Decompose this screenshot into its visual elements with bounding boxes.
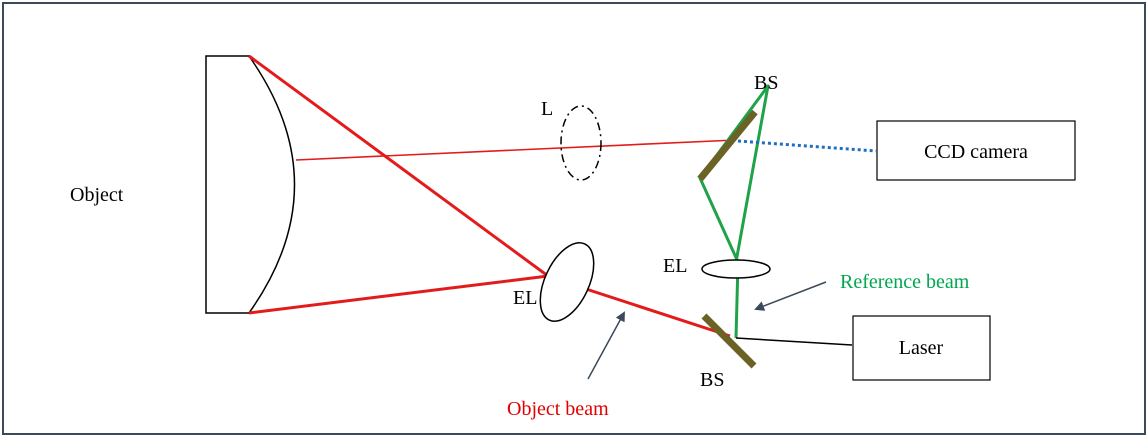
object-label: Object bbox=[70, 184, 124, 206]
laser-label: Laser bbox=[899, 337, 944, 359]
ccd-camera-label: CCD camera bbox=[924, 141, 1028, 163]
ccd-camera-box bbox=[876, 120, 1076, 181]
beam-splitter-top-label: BS bbox=[754, 72, 778, 94]
lens-label: L bbox=[541, 98, 553, 120]
object-beam-ray-upper bbox=[248, 54, 549, 278]
reference-beam-label: Reference beam bbox=[840, 271, 970, 293]
reference-beam-path bbox=[698, 84, 770, 339]
object-beam-ray-lower bbox=[248, 274, 549, 315]
laser-box bbox=[852, 315, 991, 381]
laser-link-line bbox=[735, 337, 853, 346]
object-beam-label: Object beam bbox=[507, 398, 609, 420]
imaging-beam-ray bbox=[295, 139, 737, 161]
beam-splitter-bottom-icon bbox=[701, 313, 757, 369]
reference-beam-arrow bbox=[754, 281, 827, 311]
object-shape bbox=[205, 55, 296, 314]
expander-lens-reference-icon bbox=[701, 259, 771, 279]
beam-splitter-bottom-label: BS bbox=[700, 369, 724, 391]
beam-splitter-top-icon bbox=[697, 109, 758, 182]
camera-link-line bbox=[737, 139, 877, 153]
spacer bbox=[625, 314, 745, 385]
object-beam-ray-to-splitter bbox=[585, 287, 731, 338]
expander-lens-object-icon bbox=[539, 242, 595, 322]
expander-lens-object-label: EL bbox=[513, 287, 537, 309]
expander-lens-reference-label: EL bbox=[663, 255, 687, 277]
imaging-lens-icon bbox=[560, 105, 602, 181]
object-beam-arrow bbox=[587, 311, 625, 380]
